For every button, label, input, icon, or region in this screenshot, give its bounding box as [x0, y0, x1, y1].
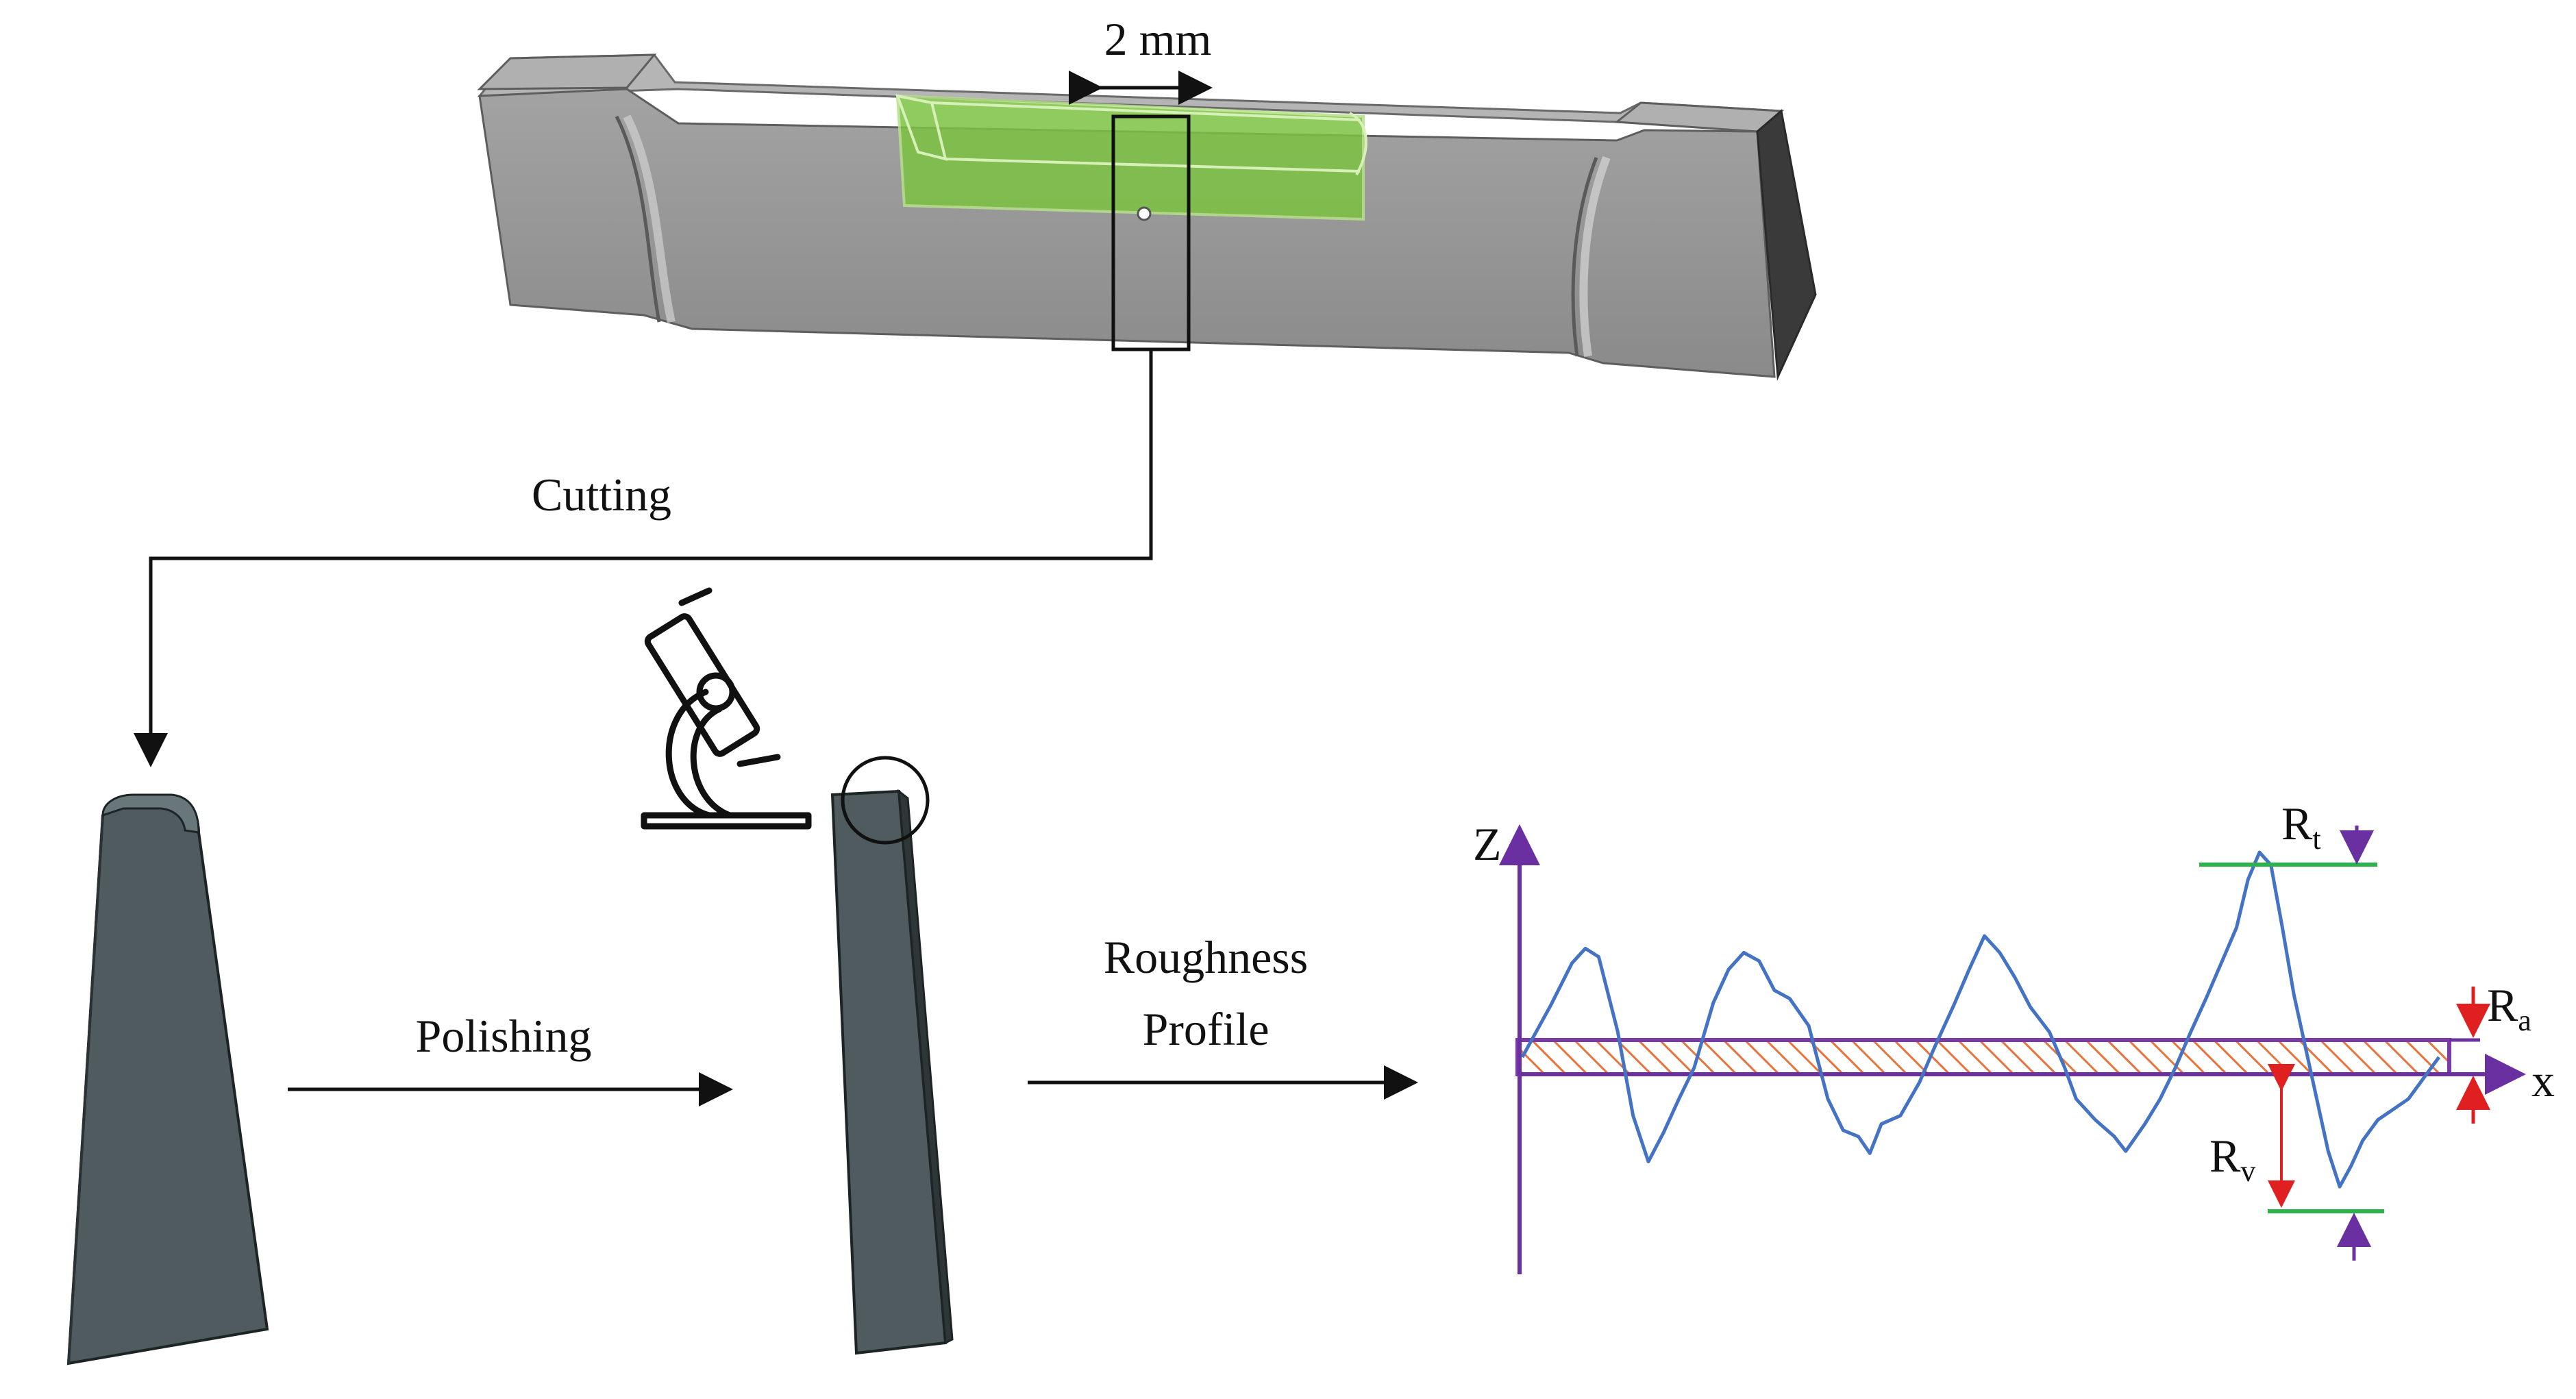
cut-section-icon	[66, 793, 269, 1365]
cutting-label: Cutting	[532, 469, 671, 521]
polished-section-icon	[830, 789, 954, 1355]
microscope-icon	[641, 587, 812, 830]
width-label: 2 mm	[1104, 13, 1212, 65]
z-axis-label: Z	[1473, 818, 1502, 870]
ra-label: Ra	[2487, 979, 2531, 1037]
rv-sub: v	[2240, 1154, 2255, 1188]
ra-main: R	[2487, 979, 2518, 1031]
magnifier-circle-icon	[841, 756, 930, 845]
rt-sub: t	[2312, 822, 2320, 856]
roughness-label-line1: Roughness	[1104, 931, 1308, 983]
rv-main: R	[2209, 1130, 2241, 1182]
polishing-label: Polishing	[416, 1010, 592, 1062]
rt-main: R	[2281, 797, 2313, 850]
cutting-connector	[134, 349, 1153, 767]
roughness-label-line2: Profile	[1142, 1003, 1269, 1055]
roughness-plot	[1499, 824, 2526, 1274]
rt-label: Rt	[2281, 797, 2321, 856]
ra-sub: a	[2518, 1004, 2531, 1037]
dogbone-specimen-icon	[477, 53, 1817, 381]
measurement-point	[1137, 206, 1152, 221]
rv-label: Rv	[2209, 1130, 2255, 1188]
x-axis-label: x	[2531, 1054, 2555, 1106]
scanned-region	[895, 94, 1367, 221]
profile-curve	[1520, 850, 2441, 1189]
